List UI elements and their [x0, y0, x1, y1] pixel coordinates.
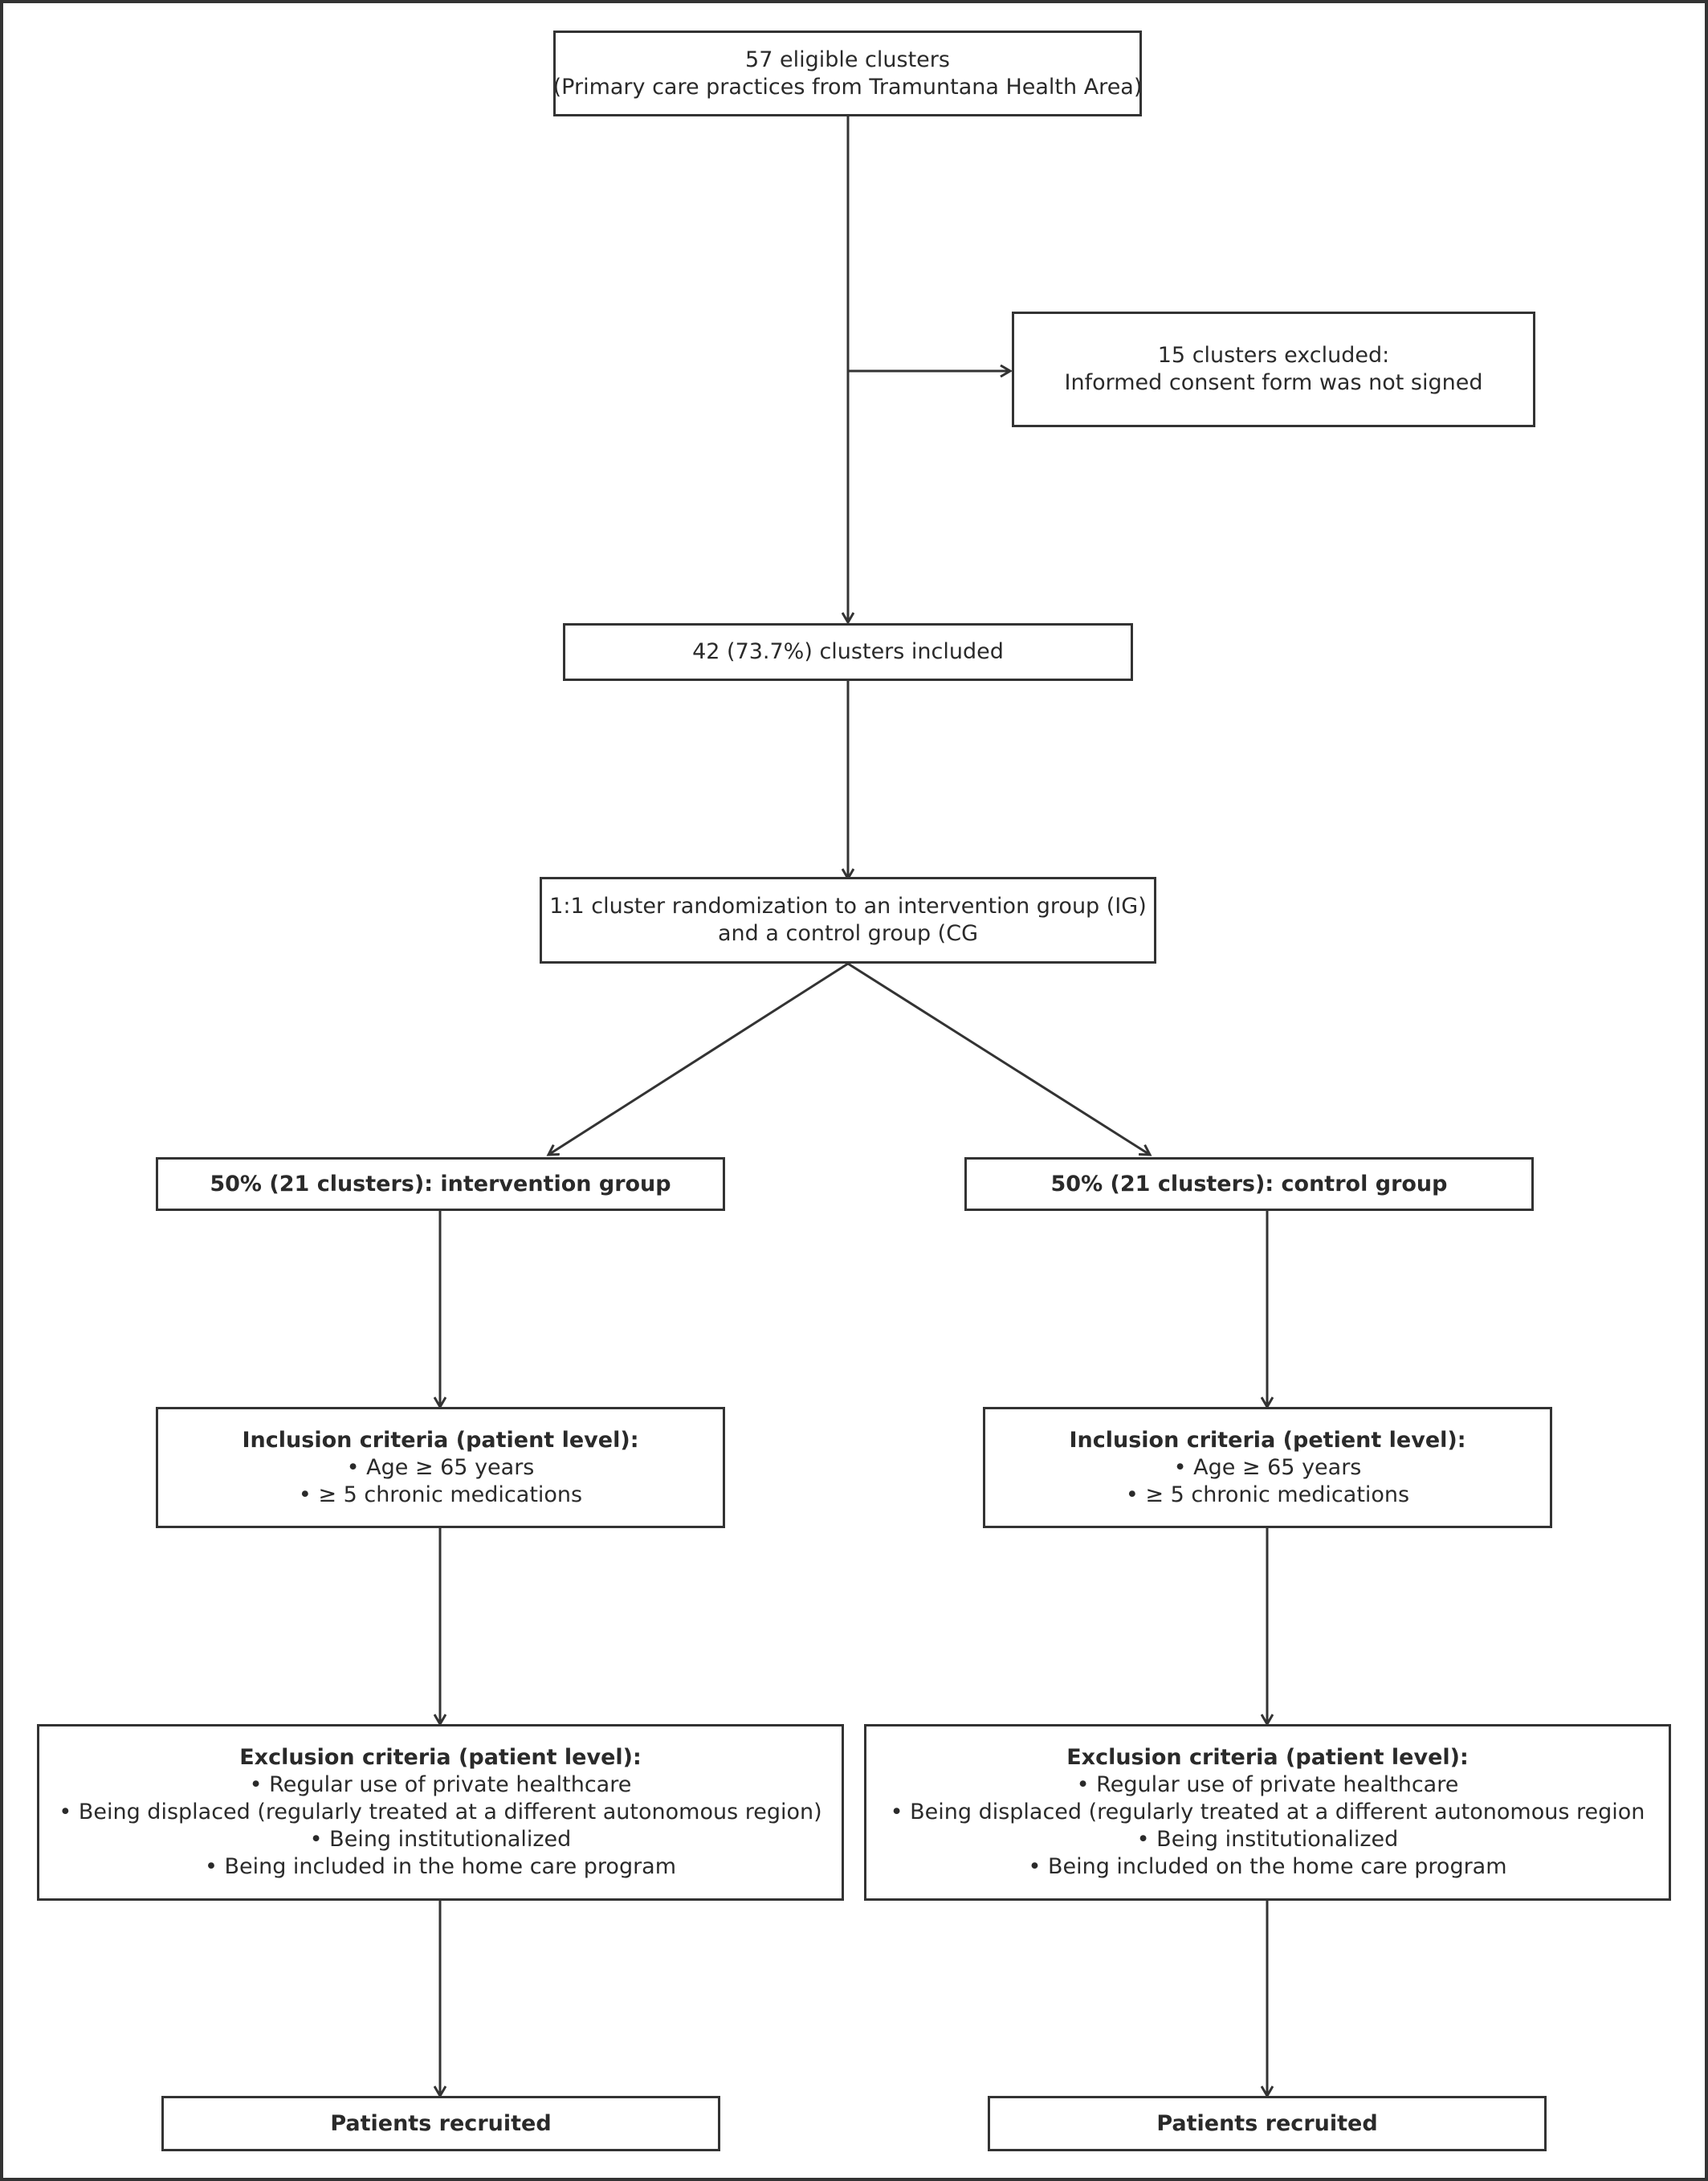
excluded-clusters-reason: Informed consent form was not signed — [1064, 370, 1483, 395]
ig-inclusion-item-medications: • ≥ 5 chronic medications — [298, 1482, 583, 1507]
ig-exclusion-item-displaced: • Being displaced (regularly treated at … — [59, 1800, 822, 1824]
excluded-clusters-count: 15 clusters excluded: — [1157, 343, 1390, 368]
included-clusters-box: 42 (73.7%) clusters included — [563, 623, 1133, 681]
ig-patients-recruited-label: Patients recruited — [330, 2110, 552, 2136]
arrow-randomization-to-intervention — [548, 962, 849, 1155]
intervention-group-box: 50% (21 clusters): intervention group — [156, 1157, 725, 1211]
cg-patients-recruited-box: Patients recruited — [988, 2096, 1547, 2151]
cg-exclusion-item-institutionalized: • Being institutionalized — [1136, 1827, 1399, 1852]
eligible-clusters-count: 57 eligible clusters — [745, 47, 950, 72]
ig-exclusion-criteria-box: Exclusion criteria (patient level): • Re… — [37, 1724, 844, 1901]
cg-patients-recruited-label: Patients recruited — [1156, 2110, 1378, 2136]
randomization-box: 1:1 cluster randomization to an interven… — [540, 877, 1156, 964]
randomization-line-1: 1:1 cluster randomization to an interven… — [549, 894, 1147, 919]
cg-exclusion-item-private-healthcare: • Regular use of private healthcare — [1076, 1772, 1459, 1797]
cg-inclusion-item-medications: • ≥ 5 chronic medications — [1125, 1482, 1410, 1507]
cg-exclusion-title: Exclusion criteria (patient level): — [1066, 1745, 1469, 1770]
eligible-clusters-box: 57 eligible clusters (Primary care pract… — [553, 31, 1142, 116]
ig-patients-recruited-box: Patients recruited — [161, 2096, 720, 2151]
ig-exclusion-item-home-care: • Being included in the home care progra… — [204, 1854, 677, 1879]
ig-inclusion-title: Inclusion criteria (patient level): — [242, 1427, 639, 1453]
randomization-line-2: and a control group (CG — [718, 921, 978, 946]
arrow-randomization-to-control — [847, 962, 1150, 1155]
cg-inclusion-item-age: • Age ≥ 65 years — [1173, 1454, 1362, 1480]
ig-exclusion-item-institutionalized: • Being institutionalized — [309, 1827, 572, 1852]
control-group-box: 50% (21 clusters): control group — [964, 1157, 1534, 1211]
cg-exclusion-item-displaced: • Being displaced (regularly treated at … — [890, 1800, 1645, 1824]
cg-exclusion-item-home-care: • Being included on the home care progra… — [1028, 1854, 1507, 1879]
intervention-group-title: 50% (21 clusters): intervention group — [210, 1171, 671, 1196]
ig-exclusion-title: Exclusion criteria (patient level): — [239, 1745, 642, 1770]
included-clusters-text: 42 (73.7%) clusters included — [692, 639, 1004, 664]
eligible-clusters-source: (Primary care practices from Tramuntana … — [552, 74, 1143, 100]
ig-inclusion-criteria-box: Inclusion criteria (patient level): • Ag… — [156, 1407, 725, 1528]
cg-inclusion-title: Inclusion criteria (petient level): — [1069, 1427, 1466, 1453]
ig-inclusion-item-age: • Age ≥ 65 years — [346, 1454, 535, 1480]
ig-exclusion-item-private-healthcare: • Regular use of private healthcare — [249, 1772, 632, 1797]
control-group-title: 50% (21 clusters): control group — [1050, 1171, 1448, 1196]
cg-exclusion-criteria-box: Exclusion criteria (patient level): • Re… — [864, 1724, 1671, 1901]
excluded-clusters-box: 15 clusters excluded: Informed consent f… — [1012, 312, 1535, 427]
cg-inclusion-criteria-box: Inclusion criteria (petient level): • Ag… — [983, 1407, 1552, 1528]
